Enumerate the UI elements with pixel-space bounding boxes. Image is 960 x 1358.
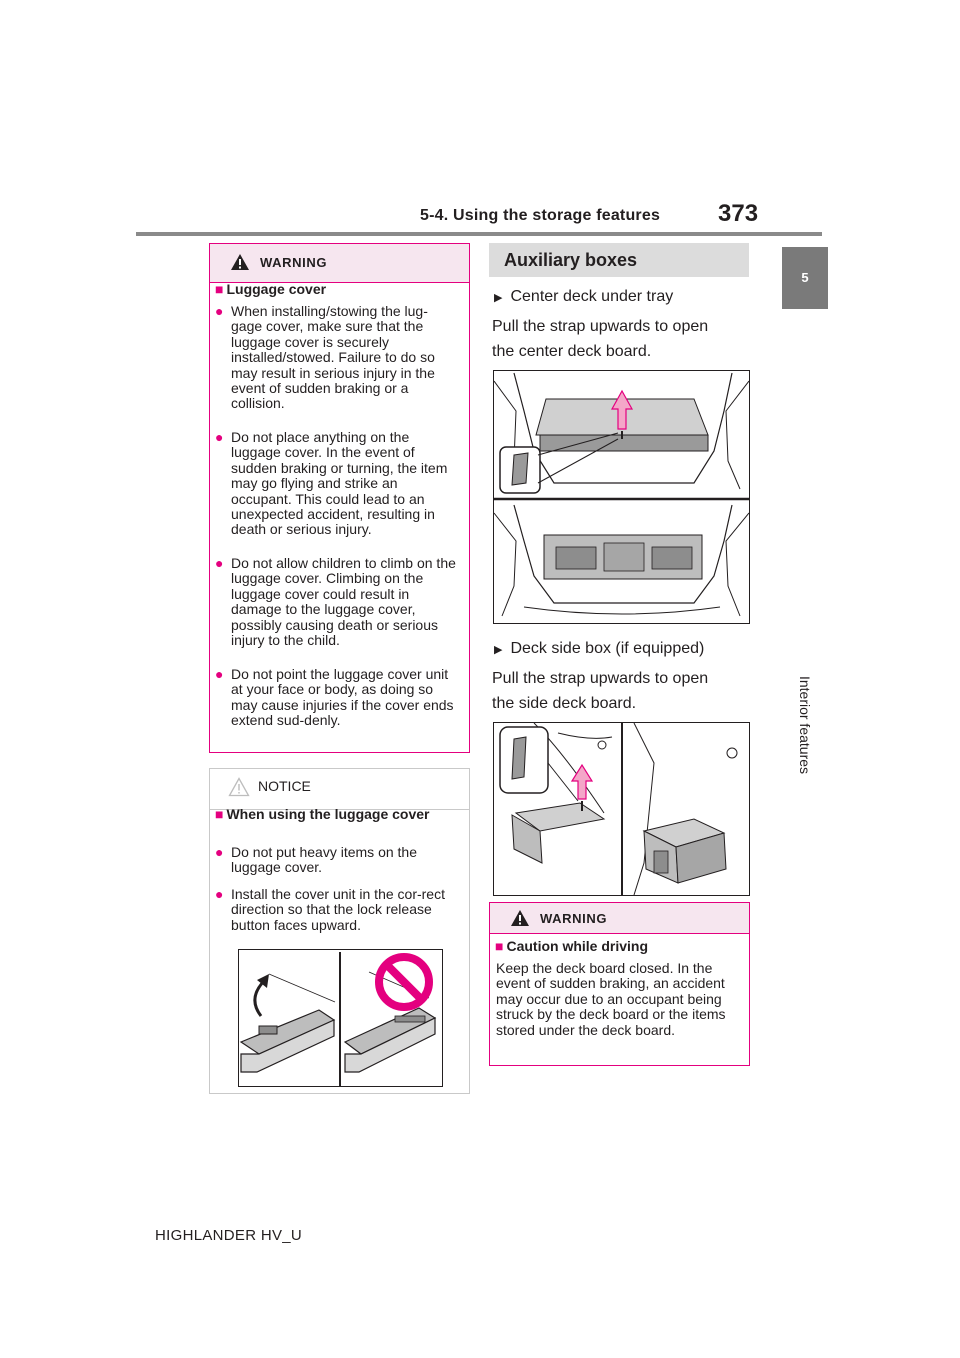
notice-bullet-text: Do not put heavy items on the luggage co… (231, 844, 417, 876)
center-deck-item: ▶ Center deck under tray (494, 288, 673, 306)
notice-label: NOTICE (258, 778, 311, 794)
deck-side-box-title: Deck side box (if equipped) (510, 640, 705, 657)
warning-bullet-text: When installing/stowing the lug-gage cov… (231, 303, 435, 412)
deck-side-box-item: ▶ Deck side box (if equipped) (494, 640, 704, 658)
center-deck-illustration (493, 370, 750, 624)
square-bullet-icon: ■ (215, 806, 224, 822)
warning-triangle-icon (231, 254, 249, 270)
warning-header: WARNING (210, 244, 469, 283)
warning-bullet-text: Do not allow children to climb on the lu… (231, 555, 456, 649)
bullet-dot-icon: ● (215, 303, 224, 319)
square-bullet-icon: ■ (495, 938, 504, 954)
auxiliary-boxes-title: Auxiliary boxes (504, 250, 638, 270)
square-bullet-icon: ■ (215, 281, 224, 297)
warning-heading-text: Luggage cover (226, 281, 327, 297)
warning-label: WARNING (260, 255, 328, 270)
luggage-cover-notice-box: NOTICE ■When using the luggage cover ● D… (209, 768, 470, 1094)
chapter-title-vertical: Interior features (793, 676, 817, 774)
auxiliary-boxes-heading: Auxiliary boxes (489, 243, 749, 277)
bullet-dot-icon: ● (215, 555, 224, 571)
center-deck-instruction-line: Pull the strap upwards to open (492, 318, 709, 335)
bullet-dot-icon: ● (215, 666, 224, 682)
model-footer: HIGHLANDER HV_U (155, 1227, 303, 1244)
deck-side-box-illustration (493, 722, 750, 896)
bullet-dot-icon: ● (215, 844, 224, 860)
page-number: 373 (718, 200, 759, 227)
luggage-cover-warning-box: WARNING ■Luggage cover ● When installing… (209, 243, 470, 753)
warning-body-text: Keep the deck board closed. In the event… (496, 960, 726, 1038)
center-deck-drawing (494, 372, 749, 617)
triangle-bullet-icon: ▶ (494, 292, 503, 304)
luggage-cover-illustration (238, 949, 443, 1087)
warning-heading-text: Caution while driving (506, 938, 649, 954)
triangle-bullet-icon: ▶ (494, 644, 503, 656)
notice-triangle-icon (228, 777, 250, 797)
warning-triangle-icon (511, 910, 529, 926)
center-deck-instruction-line: the center deck board. (492, 343, 652, 360)
warning-bullet-text: Do not point the luggage cover unit at y… (231, 666, 454, 729)
warning-heading: ■Caution while driving (495, 938, 648, 954)
caution-driving-warning-box: WARNING ■Caution while driving Keep the … (489, 902, 750, 1066)
warning-header: WARNING (490, 903, 749, 934)
deck-side-box-instruction: Pull the strap upwards to open the side … (492, 666, 708, 716)
deck-side-box-instruction-line: the side deck board. (492, 695, 637, 712)
warning-heading: ■Luggage cover (215, 281, 326, 297)
notice-heading: ■When using the luggage cover (215, 806, 455, 822)
center-deck-title: Center deck under tray (510, 288, 674, 305)
notice-bullet-text: Install the cover unit in the cor-rect d… (231, 886, 445, 933)
luggage-cover-drawing (239, 952, 437, 1086)
header-rule (136, 232, 822, 236)
chapter-tab (782, 247, 828, 309)
notice-header: NOTICE (210, 769, 469, 810)
chapter-title: Interior features (797, 675, 813, 775)
bullet-dot-icon: ● (215, 429, 224, 445)
warning-bullet-text: Do not place anything on the luggage cov… (231, 429, 448, 538)
deck-side-box-instruction-line: Pull the strap upwards to open (492, 670, 709, 687)
section-title: 5-4. Using the storage features (420, 207, 661, 224)
deck-side-box-drawing (499, 723, 738, 895)
chapter-number: 5 (801, 270, 809, 285)
center-deck-instruction: Pull the strap upwards to open the cente… (492, 314, 708, 364)
notice-heading-text: When using the luggage cover (226, 806, 430, 822)
warning-label: WARNING (540, 911, 608, 926)
bullet-dot-icon: ● (215, 886, 224, 902)
